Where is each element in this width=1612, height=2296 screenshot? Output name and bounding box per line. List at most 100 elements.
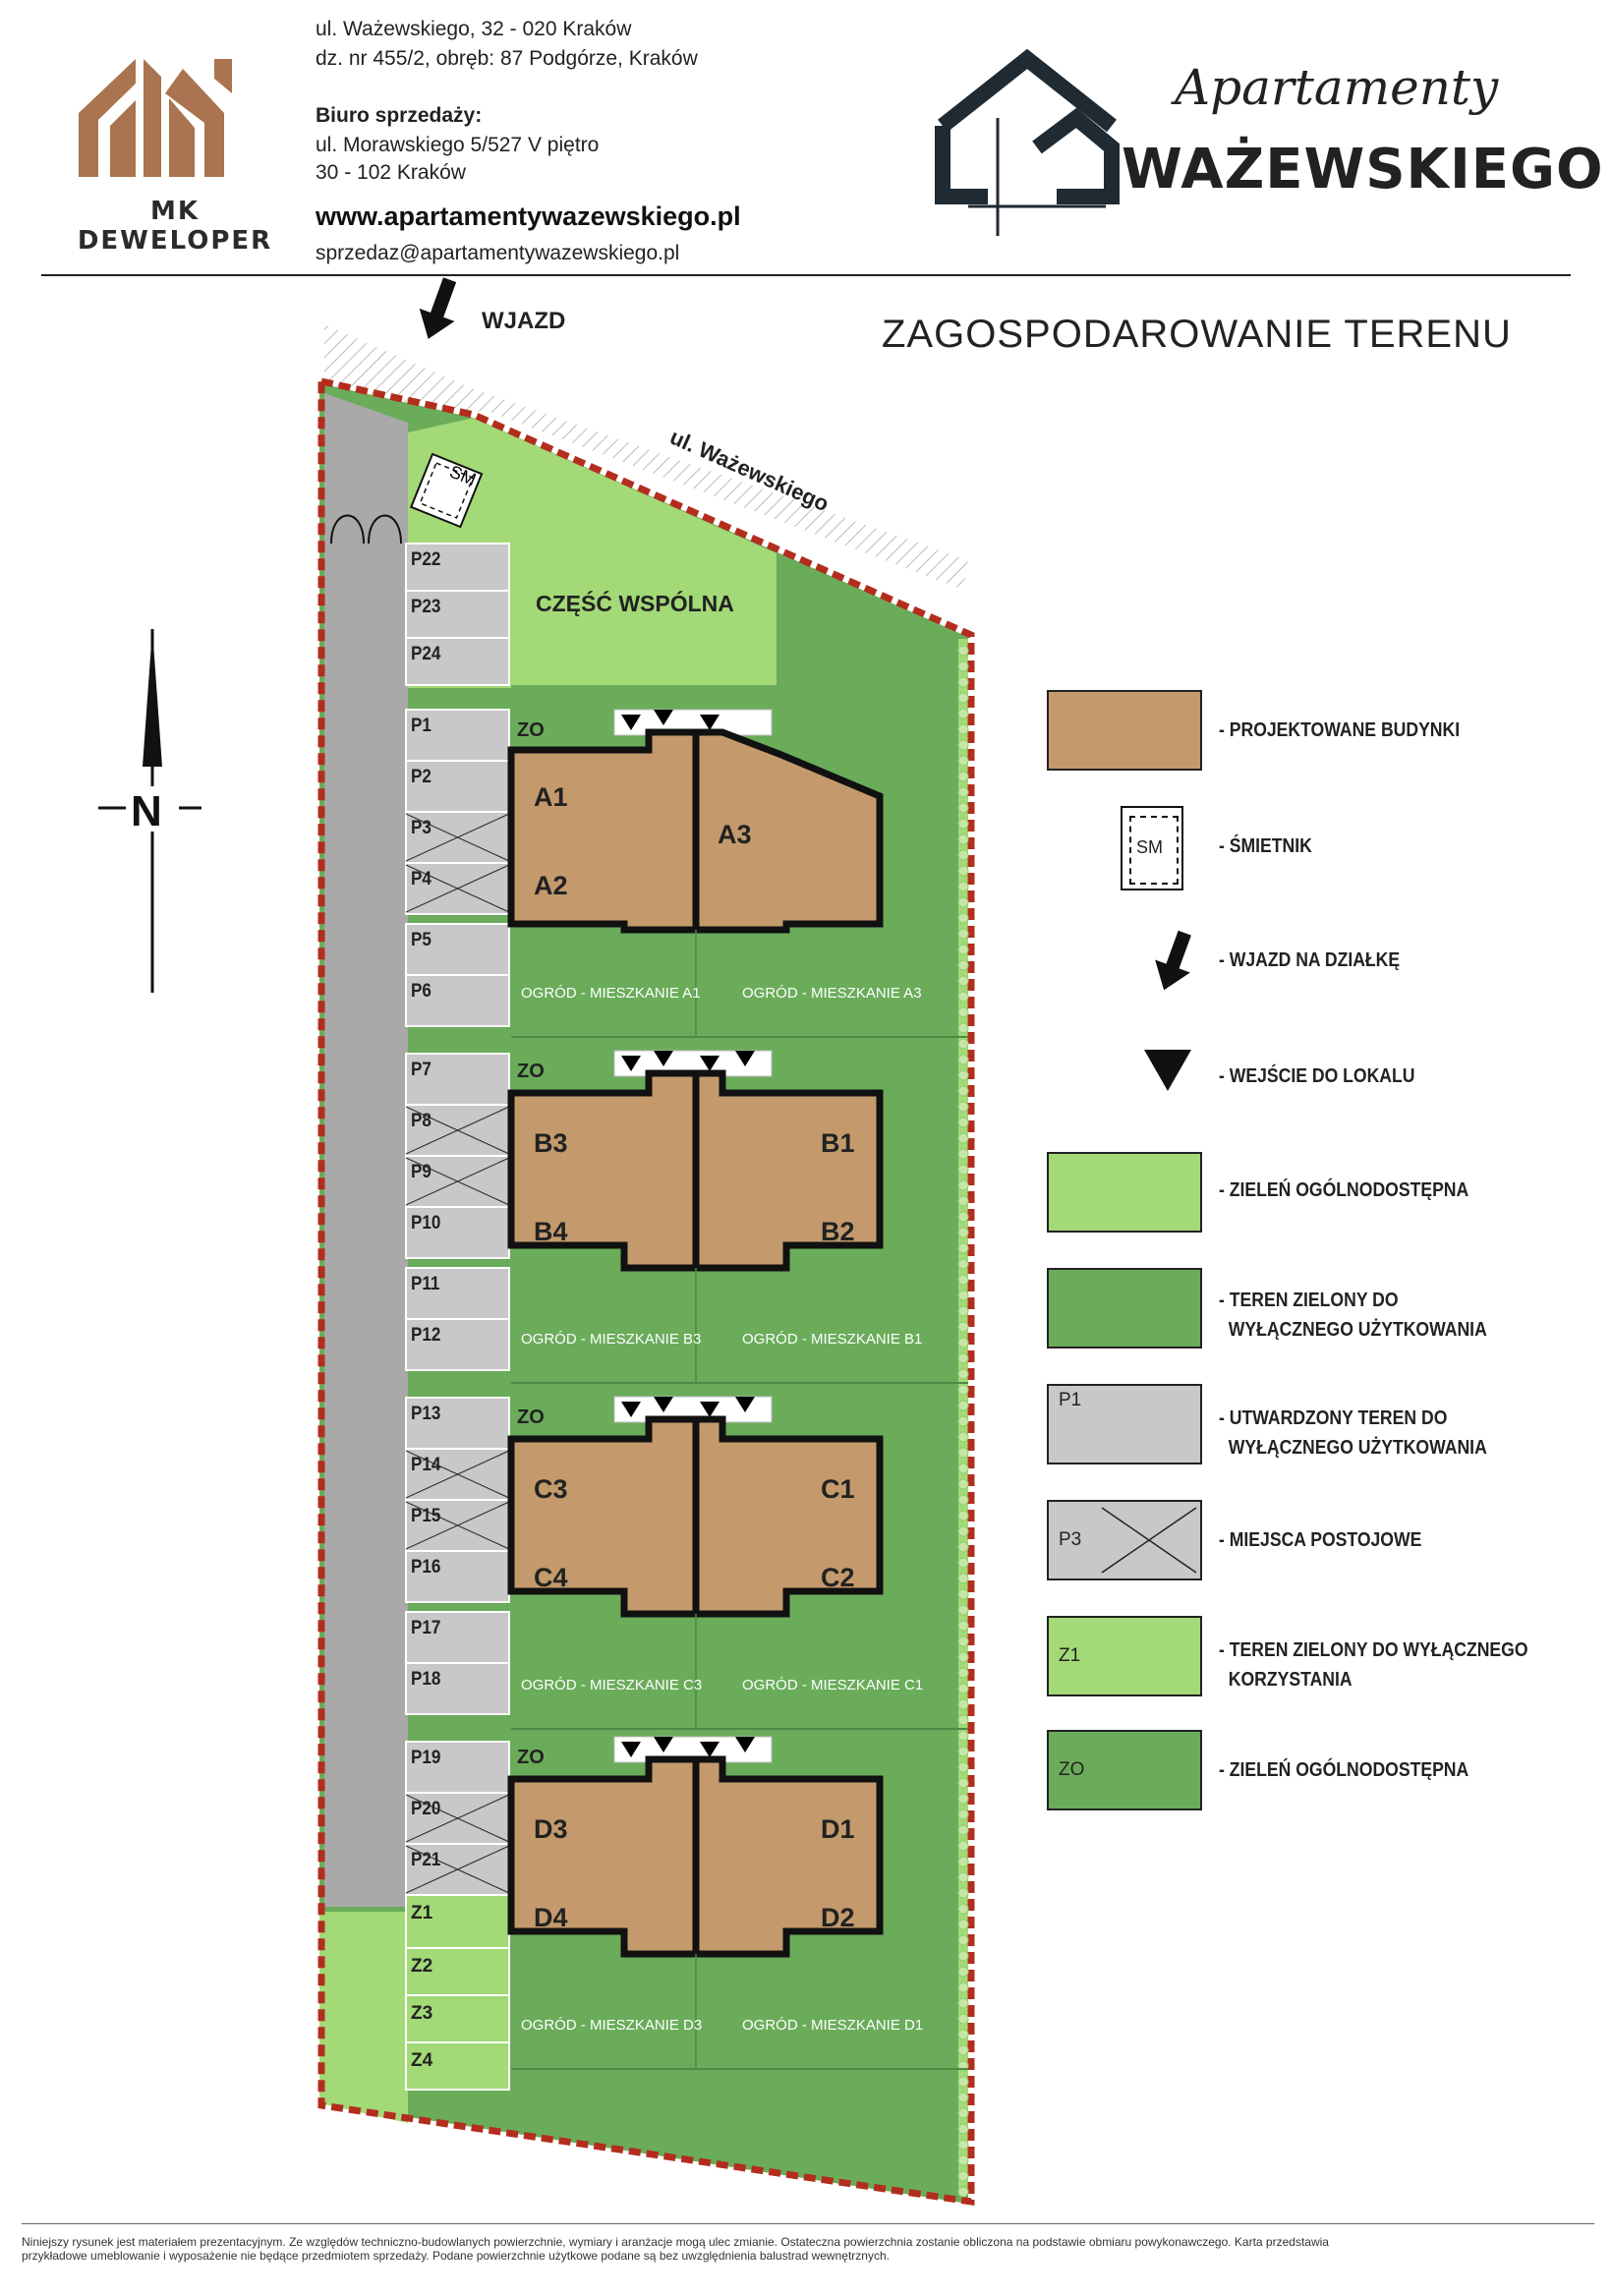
road-corner-green (319, 1912, 408, 2123)
hedge-shrub (957, 1541, 969, 1553)
header-divider (41, 274, 1571, 276)
legend-label-exclusive-green: - TEREN ZIELONY DO WYŁĄCZNEGO UŻYTKOWANI… (1219, 1290, 1487, 1341)
parking-slot-label: P18 (411, 1668, 440, 1689)
footer-divider (22, 2223, 1594, 2224)
hedge-shrub (957, 1950, 969, 1962)
unit-entrance-icon (654, 1051, 673, 1066)
hedge-shrub (957, 1447, 969, 1459)
unit-label: B2 (821, 1217, 855, 1246)
unit-label: A3 (718, 820, 752, 849)
hedge-shrub (957, 1730, 969, 1742)
hedge-shrub (957, 645, 969, 657)
hedge-shrub (957, 1101, 969, 1113)
garden-label: OGRÓD - MIESZKANIE D1 (742, 2017, 923, 2034)
hedge-shrub (957, 2107, 969, 2119)
unit-label: D2 (821, 1903, 855, 1932)
unit-entrance-icon (621, 1056, 641, 1071)
hedge-shrub (957, 1274, 969, 1286)
common-green-label: ZO (517, 1747, 545, 1768)
legend-label-paved: - UTWARDZONY TEREN DO WYŁĄCZNEGO UŻYTKOW… (1219, 1407, 1487, 1459)
parking-slot-label: P23 (411, 596, 440, 616)
hedge-shrub (957, 2029, 969, 2040)
common-green-strip (511, 1737, 614, 1772)
parking-slot (405, 1662, 510, 1715)
parking-slot-label: P12 (411, 1324, 440, 1345)
legend-bin-label: SM (1136, 837, 1163, 857)
garden-label: OGRÓD - MIESZKANIE D3 (521, 2017, 702, 2034)
legend-unit-entrance-icon (1144, 1050, 1191, 1091)
hedge-shrub (957, 2170, 969, 2182)
parking-cross-line (405, 864, 510, 913)
parking-slot-label: P13 (411, 1403, 440, 1423)
parking-slot-label: P15 (411, 1505, 440, 1525)
hedge-shrub (957, 2044, 969, 2056)
garden-left-light (958, 639, 968, 2192)
garden-label: OGRÓD - MIESZKANIE B1 (742, 1331, 922, 1348)
parking-slot (405, 1053, 510, 1106)
hedge-shrub (957, 676, 969, 688)
parking-slot-label: P4 (411, 868, 432, 889)
unit-entrance-icon (621, 1742, 641, 1757)
legend-swatch-paved: P1 (1047, 1384, 1202, 1464)
hedge-shrub (957, 1856, 969, 1867)
common-green-strip (511, 1397, 614, 1432)
parking-slot-label: P1 (411, 715, 432, 735)
hedge-shrub (957, 755, 969, 767)
legend-entrance-arrow-icon (1155, 930, 1191, 991)
parking-slot-label: P10 (411, 1212, 440, 1233)
unit-label: C2 (821, 1563, 855, 1592)
email-link[interactable]: sprzedaz@apartamentywazewskiego.pl (316, 242, 680, 264)
parking-slot-label: P17 (411, 1617, 440, 1637)
garden-label: OGRÓD - MIESZKANIE C1 (742, 1677, 923, 1693)
hedge-shrub (957, 1573, 969, 1584)
hedge-shrub (957, 1227, 969, 1238)
sales-office-line-1: ul. Morawskiego 5/527 V piętro (316, 134, 600, 156)
road (324, 393, 408, 1907)
parking-slot-label: P11 (411, 1273, 439, 1293)
common-green-strip (511, 1051, 614, 1086)
footer-line-1: Niniejszy rysunek jest materiałem prezen… (22, 2235, 1329, 2249)
legend-label-private-green: - TEREN ZIELONY DO WYŁĄCZNEGO KORZYSTANI… (1219, 1639, 1528, 1691)
parking-slot-label: P14 (411, 1454, 440, 1474)
parking-slot-label: P19 (411, 1747, 440, 1767)
hedge-shrub (957, 833, 969, 845)
website-link[interactable]: www.apartamentywazewskiego.pl (316, 201, 741, 231)
hedge-shrub (957, 928, 969, 940)
hedge-shrub (957, 1352, 969, 1364)
developer-logo-label: MK DEWELOPER (77, 197, 273, 256)
legend-swatch-public-green (1047, 1152, 1202, 1233)
hedge-shrub (957, 1290, 969, 1301)
legend-label-parking: - MIEJSCA POSTOJOWE (1219, 1529, 1422, 1551)
hedge-shrub (957, 1620, 969, 1632)
developer-logo: MK DEWELOPER (67, 39, 283, 256)
legend-bin-icon: SM (1121, 806, 1183, 890)
brand-name-text: WAŻEWSKIEGO (1122, 138, 1604, 201)
unit-label: B4 (534, 1217, 568, 1246)
unit-label: B3 (534, 1128, 568, 1158)
legend-swatch-private-green: Z1 (1047, 1616, 1202, 1696)
common-green-strip (511, 710, 614, 745)
gate (330, 514, 402, 545)
hedge-shrub (957, 975, 969, 987)
parking-slot-label: P20 (411, 1798, 440, 1818)
parking-slot (405, 1267, 510, 1320)
hedge-shrub (957, 1038, 969, 1050)
private-green-label: Z3 (411, 2003, 432, 2024)
hedge-shrub (957, 1777, 969, 1789)
forecourt (613, 709, 773, 736)
hedge-shrub (957, 1085, 969, 1097)
unit-label: A2 (534, 871, 568, 900)
parking-cross-line (405, 813, 510, 862)
hedge-shrub (957, 1761, 969, 1773)
unit-entrance-icon (654, 710, 673, 725)
common-green-label: ZO (517, 719, 545, 741)
hedge-shrub (957, 1934, 969, 1946)
parking-slot-label: P21 (411, 1849, 440, 1869)
parking-slot (405, 923, 510, 976)
hedge-shrub (957, 1808, 969, 1820)
parking-slot-label: P16 (411, 1556, 440, 1577)
hedge (957, 645, 969, 2198)
brand-script-text: Apartamenty (1175, 59, 1499, 116)
